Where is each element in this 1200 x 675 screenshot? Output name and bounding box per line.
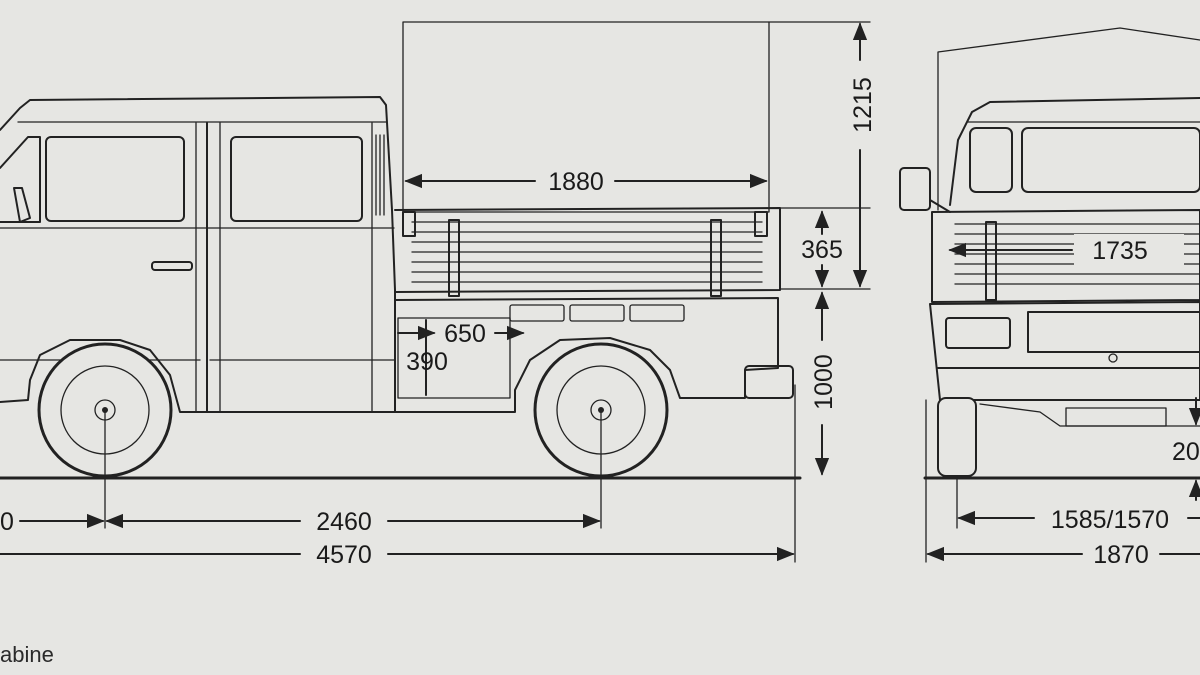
- side-vents: [509, 304, 685, 322]
- license-plate-recess: [1027, 311, 1200, 353]
- rear-cab-roof: [949, 97, 1200, 206]
- rear-left-wheel: [937, 397, 977, 477]
- side-view: [0, 21, 802, 480]
- step-width-label: 650: [444, 320, 486, 348]
- side-mirror: [13, 187, 31, 223]
- rear-axle: [979, 403, 1200, 427]
- bed-latch-rear: [754, 211, 768, 237]
- bed-stake-front: [448, 219, 460, 297]
- rear-bumper: [744, 365, 794, 399]
- side-dimensions: 1880 1215 365 1000 650 390 0 2460: [0, 21, 877, 569]
- side-height-label: 365: [801, 236, 843, 264]
- rear-cab-window-left: [969, 127, 1013, 193]
- rear-lower-panel: [929, 301, 1200, 401]
- rear-canopy-outline: [937, 27, 1200, 211]
- cargo-bed-slats: [411, 221, 763, 283]
- wheelbase-label: 2460: [316, 508, 372, 536]
- step-height-label: 390: [406, 348, 448, 376]
- bed-stake-rear: [710, 219, 722, 297]
- overall-length-label: 4570: [316, 541, 372, 569]
- rear-width-label-bg: [1074, 234, 1184, 266]
- rear-dimensions: 1735 1585/1570 1870 20: [925, 234, 1200, 569]
- rear-emblem: [1108, 353, 1118, 363]
- cargo-bed-sides: [394, 207, 781, 293]
- rear-side-window: [230, 136, 363, 222]
- front-side-window: [45, 136, 185, 222]
- rear-width-label: 1735: [1092, 237, 1148, 265]
- platform-length-label: 1880: [548, 168, 604, 196]
- tailgate-stake: [985, 221, 997, 301]
- track-label: 1585/1570: [1051, 506, 1169, 534]
- cab-vents: [375, 134, 385, 216]
- canopy-height-label: 1215: [849, 77, 877, 133]
- front-overhang-label: 0: [0, 508, 14, 536]
- overall-width-label: 1870: [1093, 541, 1149, 569]
- windshield-edge: [0, 136, 41, 223]
- door-handle: [151, 261, 193, 271]
- storage-compartment: [397, 317, 511, 399]
- caption-text: abine: [0, 642, 54, 667]
- rear-mirror: [899, 167, 931, 211]
- canopy-outline: [402, 21, 770, 213]
- rear-view: [899, 27, 1200, 480]
- rear-tailgate: [931, 209, 1200, 303]
- bed-latch-front: [402, 211, 416, 237]
- rear-lower-body: [394, 297, 779, 413]
- tail-light: [945, 317, 1011, 349]
- mirror-arm: [929, 199, 951, 213]
- rear-cab-window: [1021, 127, 1200, 193]
- cab-body: [0, 96, 396, 413]
- rear-differential: [1065, 407, 1167, 427]
- ground-clearance-label: 20: [1172, 438, 1200, 466]
- load-height-label: 1000: [810, 354, 838, 410]
